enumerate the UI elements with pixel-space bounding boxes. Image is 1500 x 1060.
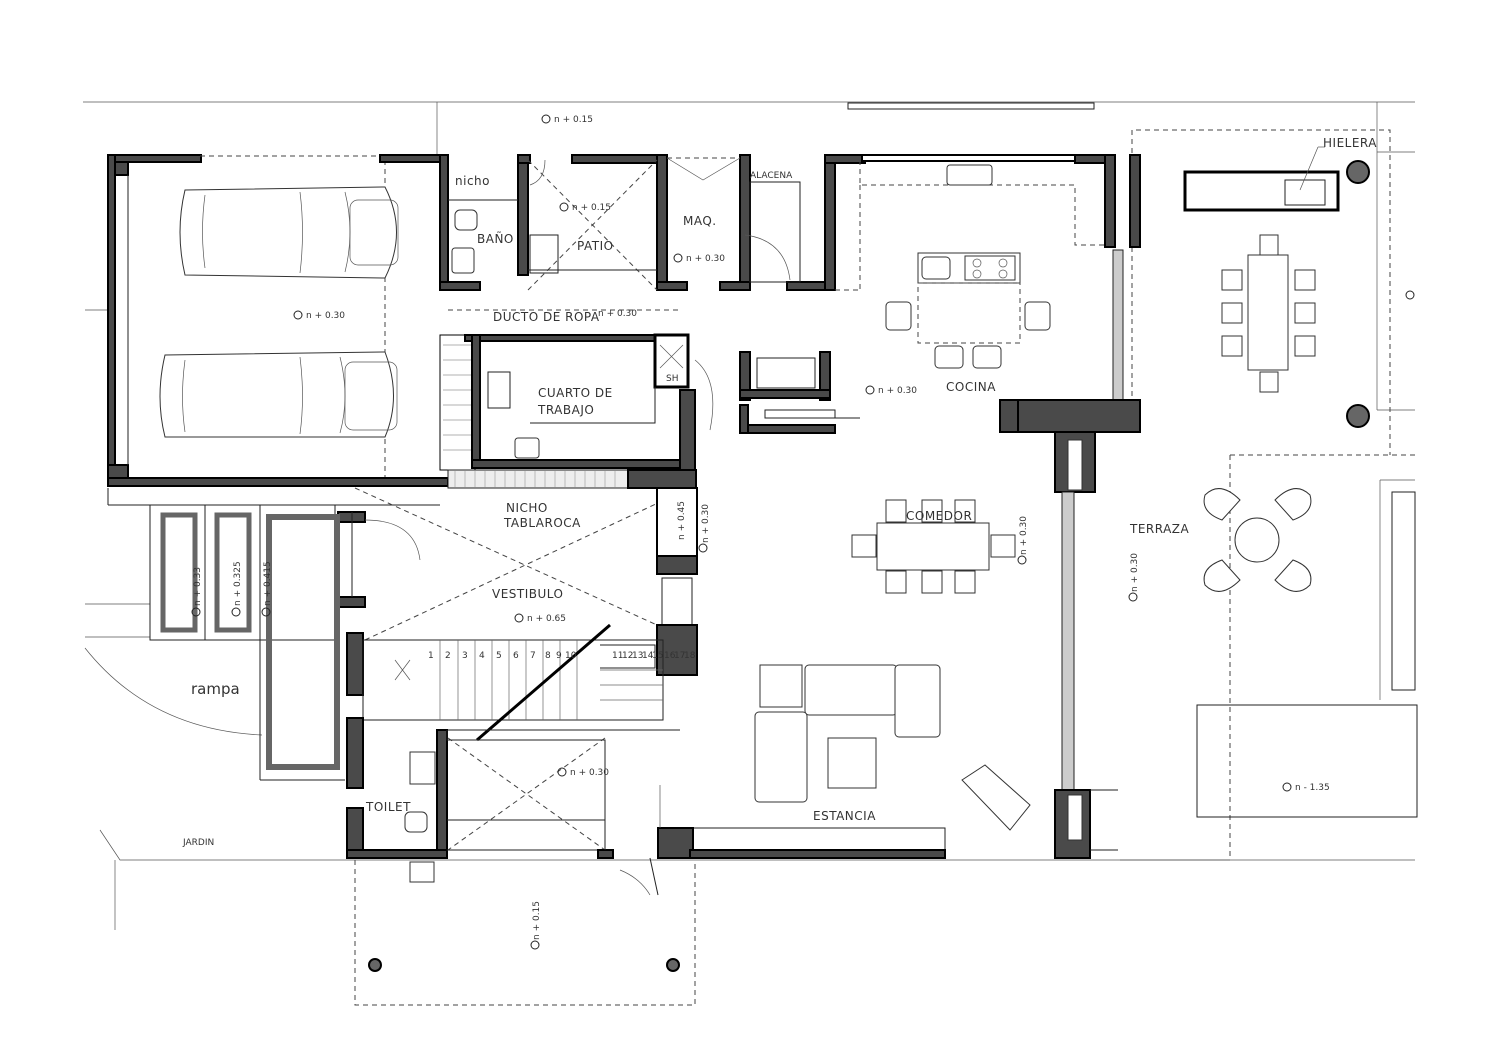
living xyxy=(657,664,1031,859)
room-label-toilet: TOILET xyxy=(365,800,411,814)
room-label-sh: SH xyxy=(666,374,678,384)
level-label: n + 0.30 xyxy=(701,504,711,543)
level-label: n + 0.30 xyxy=(306,311,345,321)
glass-facade xyxy=(1054,491,1118,859)
stair-number: 13 xyxy=(632,651,643,661)
stair-number: 10 xyxy=(565,651,577,661)
level-label: n + 0.15 xyxy=(554,115,593,125)
room-label-terraza: TERRAZA xyxy=(1129,522,1190,536)
car-icon xyxy=(179,186,399,279)
level-label: n - 1.35 xyxy=(1295,783,1330,793)
stair-number: 7 xyxy=(530,651,536,661)
level-label: n + 0.30 xyxy=(878,386,917,396)
room-label-nicho: nicho xyxy=(455,174,490,188)
room-label-cuarto-1: CUARTO DE xyxy=(538,386,613,400)
level-label: n + 0.30 xyxy=(1130,553,1140,592)
toilet-block xyxy=(346,717,659,896)
level-label: n + 0.30 xyxy=(570,768,609,778)
level-label: n + 0.415 xyxy=(263,561,273,606)
level-label: n + 0.30 xyxy=(686,254,725,264)
level-label: n + 0.30 xyxy=(1019,516,1029,555)
work-room xyxy=(439,309,714,491)
entry-strip xyxy=(149,504,680,972)
room-label-hielera: HIELERA xyxy=(1323,136,1377,150)
room-label-vestibulo: VESTIBULO xyxy=(492,587,564,601)
hall xyxy=(337,487,698,851)
stair-number: 3 xyxy=(462,651,468,661)
stair-number: 14 xyxy=(642,651,654,661)
room-label-alacena: ALACENA xyxy=(750,171,793,181)
stair-numbers: 1 2 3 4 5 6 7 8 9 10 11 12 13 14 15 16 1… xyxy=(428,651,696,661)
room-label-patio: PATIO xyxy=(577,239,614,253)
stair-number: 6 xyxy=(513,651,519,661)
room-label-jardin: JARDIN xyxy=(182,838,214,848)
dining xyxy=(851,499,1016,594)
stair-number: 1 xyxy=(428,651,434,661)
service-walls xyxy=(439,154,1141,291)
stair-number: 11 xyxy=(612,651,623,661)
terrace-outline xyxy=(354,129,1415,1006)
kitchen xyxy=(739,160,1141,493)
level-label: n + 0.15 xyxy=(532,901,542,940)
room-label-cuarto-2: TRABAJO xyxy=(537,403,594,417)
site-lines xyxy=(83,101,1416,930)
level-label: n + 0.65 xyxy=(527,614,566,624)
room-label-estancia: ESTANCIA xyxy=(813,809,876,823)
level-label: n + 0.45 xyxy=(677,501,687,540)
level-label: n + 0.33 xyxy=(193,567,203,606)
level-label: n + 0.15 xyxy=(572,203,611,213)
stair-number: 5 xyxy=(496,651,502,661)
level-label: n + 0.325 xyxy=(233,561,243,606)
stair-number: 17 xyxy=(674,651,685,661)
room-label-cocina: COCINA xyxy=(946,380,996,394)
room-label-bano: BAÑO xyxy=(477,231,514,246)
room-label-nicho-tab-1: NICHO xyxy=(506,501,548,515)
room-label-ducto: DUCTO DE ROPA xyxy=(493,310,600,324)
room-label-comedor: COMEDOR xyxy=(906,509,972,523)
room-label-maq: MAQ. xyxy=(683,214,717,228)
terrace-furniture xyxy=(1183,146,1418,818)
stair-number: 2 xyxy=(445,651,451,661)
stair-number: 4 xyxy=(479,651,485,661)
level-label: n + 0.30 xyxy=(598,309,637,319)
stair-number: 9 xyxy=(556,651,562,661)
level-markers xyxy=(191,114,1415,950)
stair-number: 16 xyxy=(664,651,676,661)
stair-number: 12 xyxy=(622,651,633,661)
room-label-nicho-tab-2: TABLAROCA xyxy=(503,516,581,530)
stair-number: 15 xyxy=(652,651,663,661)
stair-number: 8 xyxy=(545,651,551,661)
stair-number: 18 xyxy=(684,651,696,661)
car-icon xyxy=(159,351,398,438)
room-label-rampa: rampa xyxy=(191,680,240,698)
garage xyxy=(107,154,449,506)
